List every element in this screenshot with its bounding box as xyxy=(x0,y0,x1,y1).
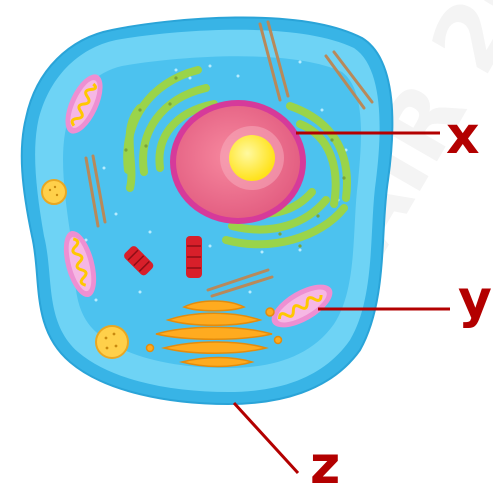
leader-line-z xyxy=(234,403,298,473)
nucleolus xyxy=(229,135,275,181)
vesicle xyxy=(42,180,66,204)
label-z: z xyxy=(310,440,340,492)
label-y: y xyxy=(458,274,492,326)
vesicle xyxy=(96,326,128,358)
centriole xyxy=(186,236,202,278)
label-x: x xyxy=(446,110,480,162)
